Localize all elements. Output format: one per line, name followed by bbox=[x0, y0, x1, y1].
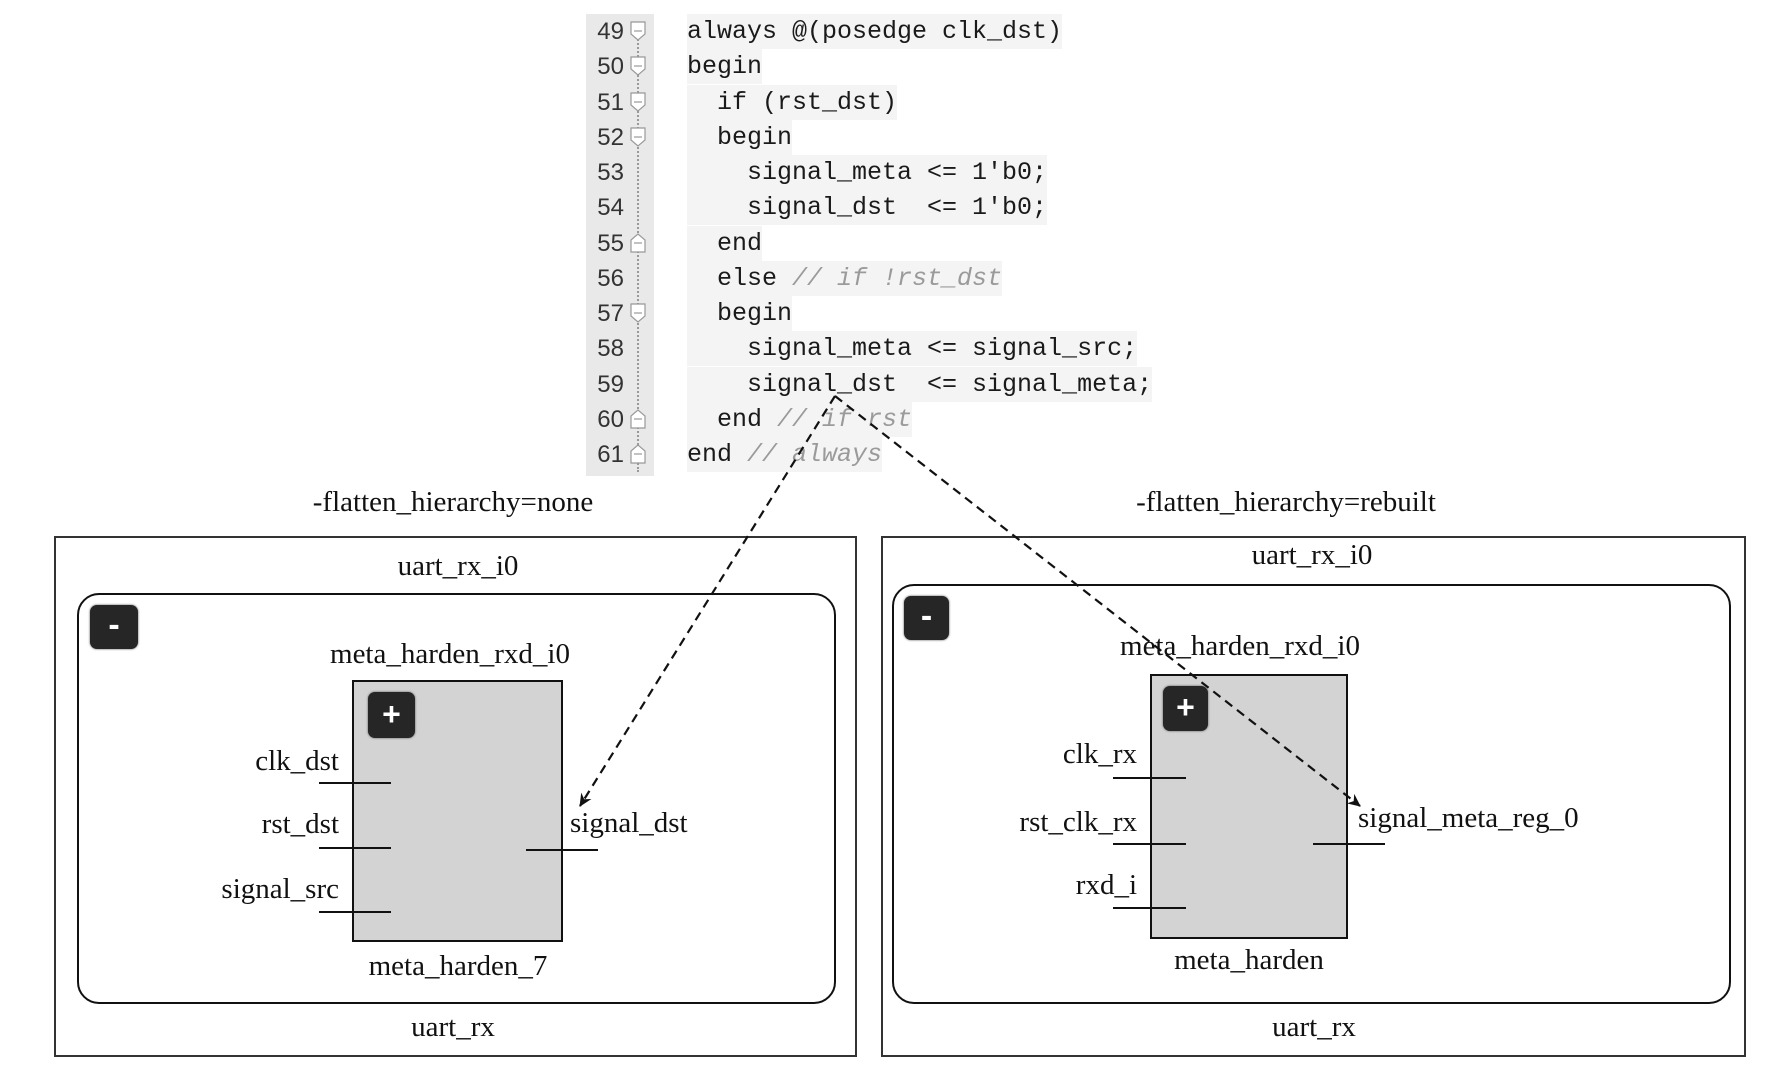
left-output-pin-label: signal_dst bbox=[570, 807, 688, 839]
line-number: 53 bbox=[597, 159, 624, 187]
left-expand-button[interactable]: + bbox=[368, 692, 415, 738]
code-statement: else bbox=[687, 263, 793, 293]
code-statement: if (rst_dst) bbox=[687, 87, 898, 117]
right-input-pin[interactable] bbox=[1113, 777, 1186, 779]
code-text: end bbox=[687, 225, 763, 261]
line-number: 55 bbox=[597, 229, 624, 257]
line-number: 58 bbox=[597, 335, 624, 363]
code-text: begin bbox=[687, 49, 763, 85]
left-instance-label: uart_rx_i0 bbox=[397, 550, 519, 582]
arrow-to-right-signal-meta-reg bbox=[834, 395, 1361, 807]
code-statement: begin bbox=[687, 299, 793, 329]
code-text: end // if rst bbox=[687, 401, 913, 437]
code-line: 51 if (rst_dst) bbox=[586, 84, 1226, 120]
code-statement: begin bbox=[687, 52, 763, 82]
right-collapse-button[interactable]: - bbox=[904, 596, 949, 640]
arrow-to-left-signal-dst bbox=[579, 395, 836, 807]
line-number: 51 bbox=[597, 88, 624, 116]
left-output-pin[interactable] bbox=[526, 849, 598, 851]
code-comment: // if !rst_dst bbox=[792, 263, 1003, 293]
left-input-pin[interactable] bbox=[319, 782, 391, 784]
line-number: 54 bbox=[597, 194, 624, 222]
code-statement: signal_meta <= 1'b0; bbox=[687, 158, 1048, 188]
fold-collapse-icon[interactable] bbox=[630, 91, 646, 112]
right-input-pin[interactable] bbox=[1113, 907, 1186, 909]
line-number: 60 bbox=[597, 405, 624, 433]
code-line: 52 begin bbox=[586, 119, 1226, 155]
right-input-pin-label: clk_rx bbox=[1062, 738, 1137, 770]
line-number: 49 bbox=[597, 18, 624, 45]
code-comment: // always bbox=[747, 440, 883, 470]
right-diagram-title: -flatten_hierarchy=rebuilt bbox=[1136, 486, 1436, 518]
code-text: begin bbox=[687, 296, 793, 332]
left-collapse-button[interactable]: - bbox=[90, 605, 138, 649]
code-text: end // always bbox=[687, 437, 883, 473]
code-text: begin bbox=[687, 119, 793, 155]
line-number: 56 bbox=[597, 264, 624, 292]
code-text: signal_dst <= 1'b0; bbox=[687, 190, 1048, 226]
right-instance-box bbox=[892, 584, 1731, 1004]
right-module-label: uart_rx bbox=[1272, 1011, 1356, 1043]
line-number: 52 bbox=[597, 123, 624, 151]
code-statement: signal_dst <= signal_meta; bbox=[687, 369, 1153, 399]
fold-end-icon bbox=[630, 232, 646, 253]
right-input-pin-label: rxd_i bbox=[1075, 869, 1137, 901]
left-input-pin[interactable] bbox=[319, 911, 391, 913]
code-line: 56 else // if !rst_dst bbox=[586, 260, 1226, 296]
left-cell-module-label: meta_harden_7 bbox=[368, 950, 548, 982]
code-line: 50 begin bbox=[586, 49, 1226, 85]
line-number: 50 bbox=[597, 53, 624, 81]
code-text: signal_dst <= signal_meta; bbox=[687, 366, 1153, 402]
left-instance-box bbox=[77, 593, 836, 1004]
code-line: 49 always @(posedge clk_dst) bbox=[586, 14, 1226, 49]
code-statement: signal_dst <= 1'b0; bbox=[687, 193, 1048, 223]
code-statement: end bbox=[687, 228, 763, 258]
right-cell-module-label: meta_harden bbox=[1174, 944, 1324, 976]
code-line: 53 signal_meta <= 1'b0; bbox=[586, 155, 1226, 191]
code-line: 58 signal_meta <= signal_src; bbox=[586, 331, 1226, 367]
code-statement: end bbox=[687, 404, 778, 434]
fold-end-icon bbox=[630, 409, 646, 429]
fold-end-icon bbox=[630, 444, 646, 464]
right-instance-label: uart_rx_i0 bbox=[1251, 539, 1373, 571]
left-input-pin-label: rst_dst bbox=[261, 808, 339, 840]
code-line: 59 signal_dst <= signal_meta; bbox=[586, 366, 1226, 402]
code-text: always @(posedge clk_dst) bbox=[687, 14, 1063, 49]
left-input-pin[interactable] bbox=[319, 847, 391, 849]
code-line: 55 end bbox=[586, 225, 1226, 261]
code-text: signal_meta <= signal_src; bbox=[687, 331, 1138, 367]
code-line: 60 end // if rst bbox=[586, 401, 1226, 437]
code-statement: end bbox=[687, 440, 748, 470]
fold-collapse-icon[interactable] bbox=[630, 56, 646, 77]
fold-collapse-icon[interactable] bbox=[630, 21, 646, 41]
left-input-pin-label: signal_src bbox=[221, 873, 339, 905]
code-statement: always @(posedge clk_dst) bbox=[687, 17, 1063, 46]
line-number: 61 bbox=[597, 441, 624, 469]
code-statement: begin bbox=[687, 122, 793, 152]
fold-collapse-icon[interactable] bbox=[630, 127, 646, 147]
right-cell-instance-label: meta_harden_rxd_i0 bbox=[1120, 630, 1360, 662]
right-output-pin-label: signal_meta_reg_0 bbox=[1358, 802, 1579, 834]
code-statement: signal_meta <= signal_src; bbox=[687, 334, 1138, 364]
line-number: 57 bbox=[597, 300, 624, 328]
code-line: 57 begin bbox=[586, 296, 1226, 332]
right-input-pin[interactable] bbox=[1113, 843, 1186, 845]
code-line: 61 end // always bbox=[586, 437, 1226, 473]
left-input-pin-label: clk_dst bbox=[255, 745, 339, 777]
code-text: if (rst_dst) bbox=[687, 84, 898, 120]
code-text: else // if !rst_dst bbox=[687, 260, 1003, 296]
right-expand-button[interactable]: + bbox=[1163, 686, 1208, 731]
left-module-label: uart_rx bbox=[411, 1011, 495, 1043]
right-output-pin[interactable] bbox=[1313, 843, 1385, 845]
fold-collapse-icon[interactable] bbox=[630, 303, 646, 323]
line-number: 59 bbox=[597, 370, 624, 398]
code-text: signal_meta <= 1'b0; bbox=[687, 155, 1048, 191]
code-line: 54 signal_dst <= 1'b0; bbox=[586, 190, 1226, 226]
left-cell-instance-label: meta_harden_rxd_i0 bbox=[330, 638, 570, 670]
right-input-pin-label: rst_clk_rx bbox=[1019, 806, 1137, 838]
left-diagram-title: -flatten_hierarchy=none bbox=[312, 486, 594, 518]
